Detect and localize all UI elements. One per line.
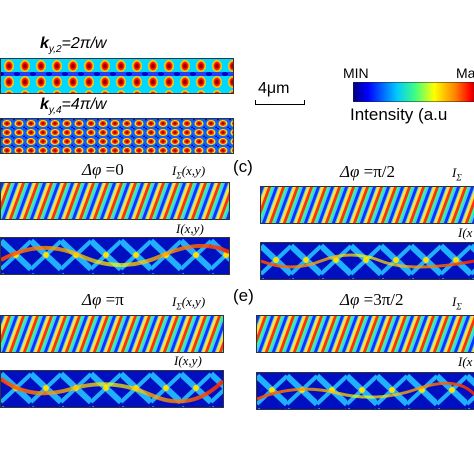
panel-label-e: (e) bbox=[233, 286, 254, 305]
intensity-strip-left-top bbox=[0, 237, 230, 275]
colorbar-label: Intensity (a.u bbox=[350, 105, 448, 124]
intensity-label-left-top: I(x,y) bbox=[176, 221, 204, 236]
scale-bar-label: 4μm bbox=[258, 80, 290, 97]
phase-label-0: Δφ =0 bbox=[82, 160, 124, 179]
isum-label-right-bottom: IΣ bbox=[452, 294, 462, 312]
isum-label-left-top: IΣ(x,y) bbox=[172, 163, 206, 181]
k4-title: ky,4=4π/w bbox=[40, 96, 107, 117]
scale-bar bbox=[255, 100, 305, 105]
colorbar-min-label: MIN bbox=[343, 65, 369, 81]
isum-strip-right-bottom bbox=[256, 315, 474, 353]
k4-pattern-strip bbox=[0, 118, 234, 154]
isum-strip-left-bottom bbox=[0, 315, 224, 353]
intensity-strip-right-bottom bbox=[256, 372, 474, 410]
isum-label-right-top: IΣ bbox=[452, 165, 462, 183]
phase-label-pi-2: Δφ =π/2 bbox=[340, 162, 396, 181]
colorbar bbox=[353, 82, 474, 102]
isum-strip-right-top bbox=[260, 186, 474, 224]
intensity-strip-left-bottom bbox=[0, 370, 224, 408]
colorbar-max-label: Ma bbox=[456, 65, 474, 81]
phase-label-3pi-2: Δφ =3π/2 bbox=[340, 290, 404, 309]
intensity-label-right-bottom: I(x bbox=[458, 354, 473, 369]
isum-strip-left-top bbox=[0, 182, 230, 220]
phase-label-pi: Δφ =π bbox=[82, 290, 124, 309]
intensity-label-left-bottom: I(x,y) bbox=[174, 353, 202, 368]
k2-title: ky,2=2π/w bbox=[40, 35, 107, 56]
intensity-strip-right-top bbox=[260, 242, 474, 280]
panel-label-c: (c) bbox=[233, 157, 253, 176]
intensity-label-right-top: I(x bbox=[458, 225, 473, 240]
k2-pattern-strip bbox=[0, 58, 234, 94]
isum-label-left-bottom: IΣ(x,y) bbox=[172, 294, 206, 312]
